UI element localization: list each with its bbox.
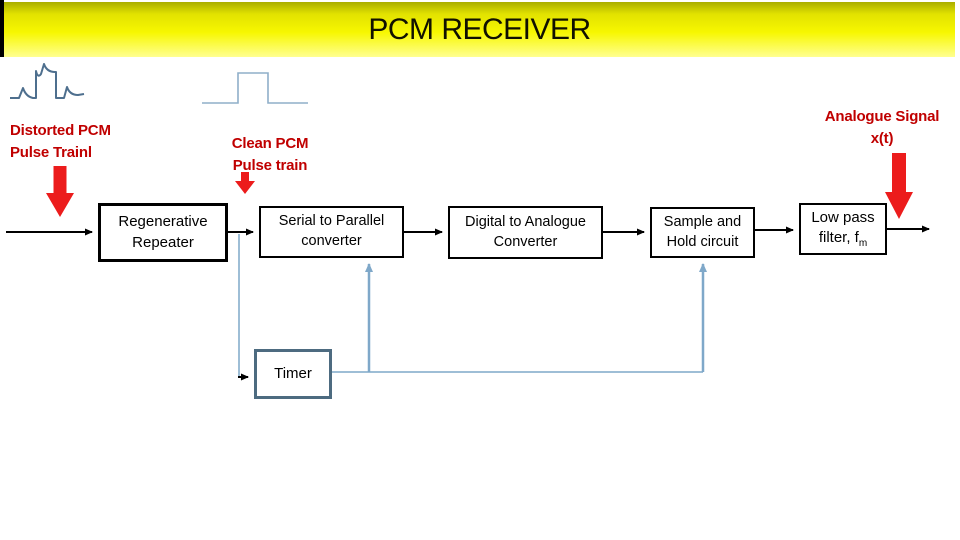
block-label: Serial to Parallel — [278, 213, 385, 230]
block-label: Digital to Analogue — [465, 213, 586, 230]
title-bar-left-edge — [0, 0, 4, 57]
clean-signal-down-arrow-icon — [235, 172, 255, 194]
subscript-m: m — [858, 237, 868, 249]
distorted-pcm-pulse-waveform-icon — [10, 63, 85, 99]
block-label: Low pass — [811, 208, 875, 226]
block-label: filter, fm — [818, 228, 868, 249]
page-title: PCM RECEIVER — [368, 12, 591, 46]
block-label: Regenerative — [118, 213, 208, 231]
block-digital-to-analogue-converter: Digital to Analogue Converter — [448, 206, 603, 259]
analogue-signal-label: Analogue Signal x(t) — [824, 108, 940, 147]
block-regenerative-repeater: Regenerative Repeater — [98, 203, 228, 262]
distorted-signal-down-arrow-icon — [46, 166, 74, 217]
block-low-pass-filter: Low pass filter, fm — [799, 203, 887, 255]
clean-pcm-pulse-waveform-icon — [202, 72, 308, 104]
analogue-signal-down-arrow-icon — [885, 153, 913, 219]
block-timer: Timer — [254, 349, 332, 399]
block-label: Timer — [274, 364, 312, 382]
title-bar: PCM RECEIVER — [4, 2, 955, 57]
clean-pcm-label: Clean PCM Pulse train — [231, 135, 309, 174]
block-label: Converter — [493, 233, 558, 250]
block-label: Sample and — [663, 213, 742, 230]
distorted-pcm-label: Distorted PCM Pulse Trainl — [10, 122, 111, 161]
block-label: converter — [301, 233, 362, 249]
block-label: Hold circuit — [666, 233, 739, 250]
block-sample-and-hold-circuit: Sample and Hold circuit — [650, 207, 755, 258]
block-label: Repeater — [132, 233, 194, 251]
block-serial-to-parallel-converter: Serial to Parallel converter — [259, 206, 404, 258]
